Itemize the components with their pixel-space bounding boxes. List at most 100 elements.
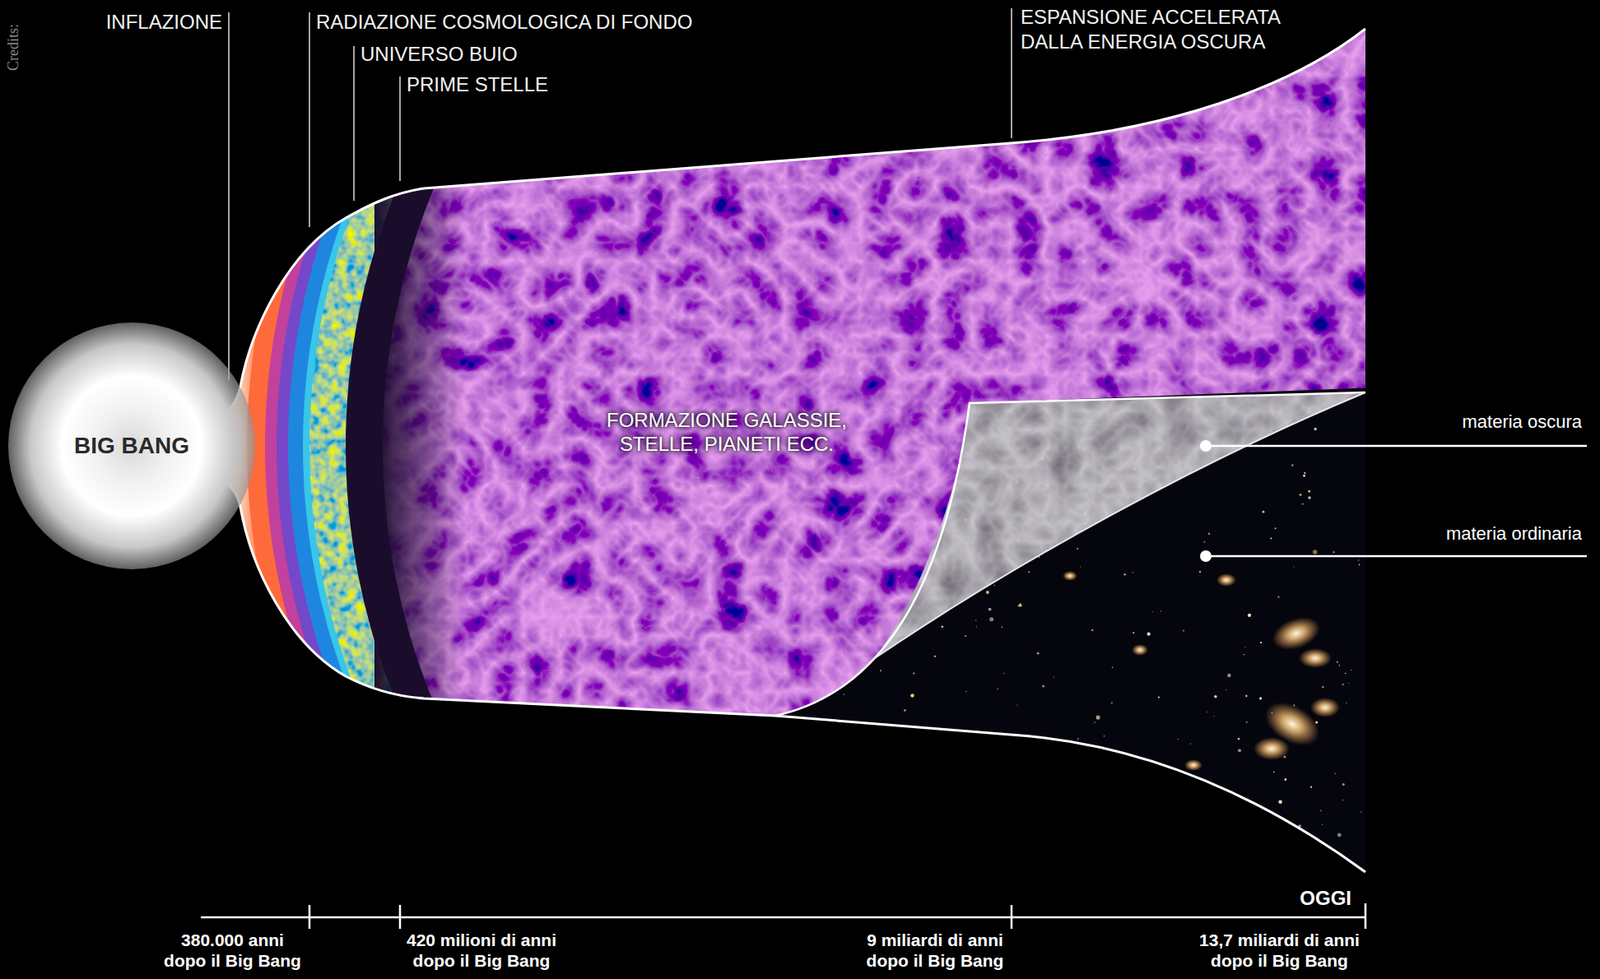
star (1320, 810, 1322, 813)
starfield (740, 378, 1400, 922)
star (1227, 674, 1231, 678)
star (1274, 527, 1277, 530)
star (1350, 669, 1352, 671)
star (1018, 603, 1021, 605)
star (805, 463, 809, 466)
star (794, 697, 796, 700)
star (1302, 502, 1304, 505)
axis-tick (399, 905, 402, 930)
star (1177, 739, 1179, 740)
credit-text: Credits: (4, 23, 24, 71)
leader-line (399, 76, 401, 182)
leader-line (1205, 445, 1587, 448)
star (929, 860, 931, 861)
star (836, 818, 839, 821)
star (794, 830, 798, 834)
star (1310, 786, 1312, 788)
star (1160, 792, 1162, 794)
star (795, 743, 797, 745)
star (1237, 738, 1241, 741)
star (849, 416, 852, 419)
star (975, 620, 977, 622)
star (996, 688, 999, 691)
timeline-label: OGGI (1299, 887, 1352, 912)
star (1147, 632, 1151, 637)
star (919, 787, 922, 791)
star (776, 739, 780, 743)
galaxy (1253, 737, 1290, 761)
star (1001, 394, 1004, 396)
star (1093, 721, 1096, 724)
star (1337, 832, 1342, 838)
star (1291, 464, 1294, 467)
peel-edge (874, 392, 1366, 659)
leader-line (353, 46, 355, 201)
star (910, 693, 914, 698)
illustration-caption: FORMAZIONE GALASSIE, STELLE, PIANETI ECC… (604, 409, 849, 457)
star (953, 858, 958, 863)
star (1332, 551, 1335, 554)
star (1175, 844, 1177, 846)
star (883, 560, 888, 564)
star (930, 745, 931, 747)
star (941, 456, 944, 459)
dark-matter-peel (874, 392, 1366, 659)
star (1103, 735, 1106, 738)
star (993, 821, 995, 823)
star (875, 871, 877, 873)
star (1283, 779, 1287, 782)
leader-line (308, 12, 311, 228)
funnel-outline (215, 28, 1366, 873)
star (1027, 800, 1031, 804)
star (989, 617, 994, 622)
star (931, 418, 933, 420)
star (1041, 684, 1045, 688)
star (1053, 676, 1055, 678)
star (1237, 748, 1242, 753)
star (1091, 629, 1094, 632)
star (1278, 839, 1281, 842)
star (1245, 695, 1247, 698)
star (1178, 879, 1182, 882)
star (887, 763, 889, 766)
star (1182, 630, 1185, 633)
star (1278, 800, 1283, 805)
star (1076, 548, 1079, 550)
star (779, 623, 781, 625)
star (1001, 627, 1004, 629)
dark-fade (374, 0, 466, 979)
starfield-ground (740, 378, 1400, 922)
star (791, 486, 794, 489)
star (1312, 549, 1317, 554)
star (1307, 496, 1311, 499)
leader-line (227, 12, 230, 381)
star (855, 608, 857, 610)
star (1348, 683, 1349, 684)
star (1358, 559, 1359, 561)
star (1158, 696, 1160, 698)
star (1247, 613, 1252, 618)
star (1208, 533, 1210, 535)
star (1186, 807, 1188, 810)
star (1213, 716, 1215, 717)
star (889, 808, 892, 810)
star (1321, 824, 1323, 826)
timeline-label: 380.000 anni dopo il Big Bang (162, 930, 303, 972)
star (1342, 800, 1344, 801)
star (988, 608, 992, 612)
star (1111, 702, 1113, 704)
star (1131, 860, 1134, 863)
star (1089, 815, 1092, 818)
star (983, 823, 985, 824)
star (1091, 796, 1096, 801)
star (1277, 596, 1280, 599)
star (1360, 811, 1362, 813)
star (1243, 852, 1245, 854)
star (1303, 472, 1306, 475)
star (964, 635, 967, 638)
galaxy (1062, 571, 1078, 582)
universe-funnel (197, 0, 1600, 979)
star (855, 743, 856, 745)
star (1344, 673, 1347, 675)
